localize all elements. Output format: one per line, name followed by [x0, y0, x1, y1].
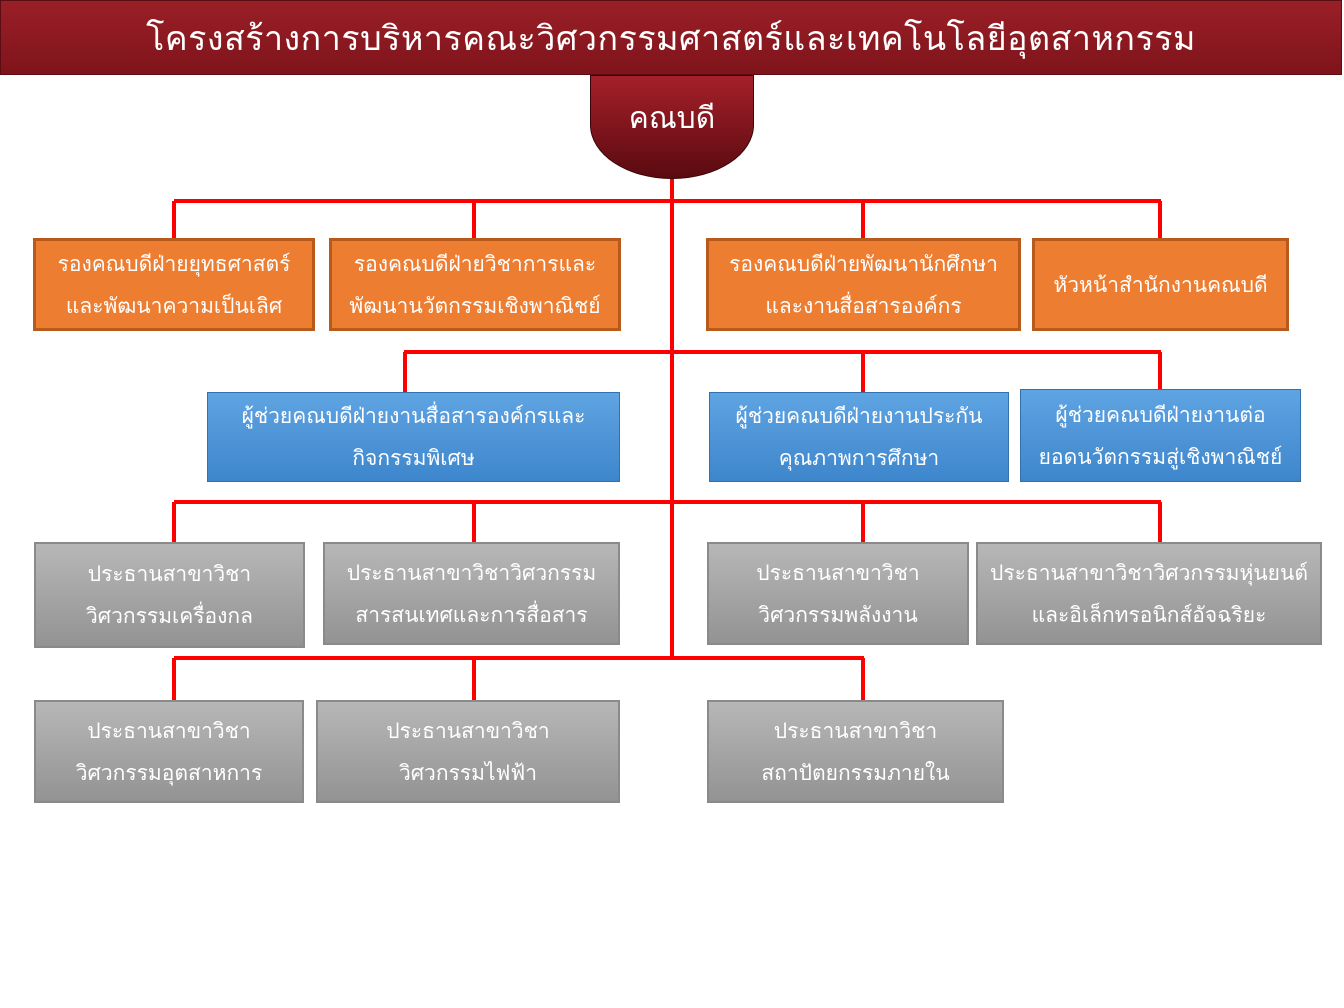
node-label-line1: ประธานสาขาวิชาวิศวกรรมหุ่นยนต์ — [990, 560, 1308, 585]
chair-ict-node: ประธานสาขาวิชาวิศวกรรม สารสนเทศและการสื่… — [323, 542, 620, 645]
dean-label: คณบดี — [628, 100, 716, 136]
assistant-dean-innovation-node: ผู้ช่วยคณบดีฝ่ายงานต่อ ยอดนวัตกรรมสู่เชิ… — [1020, 389, 1301, 482]
chair-energy-node: ประธานสาขาวิชา วิศวกรรมพลังงาน — [707, 542, 969, 645]
chair-electrical-node: ประธานสาขาวิชา วิศวกรรมไฟฟ้า — [316, 700, 620, 803]
node-label-line1: ประธานสาขาวิชา — [386, 718, 550, 743]
node-label-line2: วิศวกรรมเครื่องกล — [86, 604, 253, 628]
node-label-line1: ผู้ช่วยคณบดีฝ่ายงานประกัน — [735, 404, 983, 428]
node-label-line2: ยอดนวัตกรรมสู่เชิงพาณิชย์ — [1038, 444, 1283, 469]
node-label-line1: ประธานสาขาวิชา — [773, 718, 938, 743]
node-label-line2: คุณภาพการศึกษา — [778, 446, 940, 470]
dean-node: คณบดี — [590, 75, 754, 179]
assistant-dean-communication-node: ผู้ช่วยคณบดีฝ่ายงานสื่อสารองค์กรและ กิจก… — [207, 392, 620, 482]
node-label-line1: ประธานสาขาวิชา — [87, 718, 251, 743]
vice-dean-strategy-node: รองคณบดีฝ่ายยุทธศาสตร์ และพัฒนาความเป็นเ… — [33, 238, 315, 331]
node-label-line1: หัวหน้าสำนักงานคณบดี — [1053, 272, 1268, 297]
node-label-line2: และอิเล็กทรอนิกส์อัจฉริยะ — [1031, 602, 1267, 627]
node-label-line1: รองคณบดีฝ่ายพัฒนานักศึกษา — [729, 251, 998, 276]
node-label-line1: ประธานสาขาวิชาวิศวกรรม — [346, 560, 597, 585]
node-label-line1: ประธานสาขาวิชา — [87, 562, 252, 586]
node-label-line1: ผู้ช่วยคณบดีฝ่ายงานสื่อสารองค์กรและ — [241, 404, 586, 428]
node-label-line2: วิศวกรรมไฟฟ้า — [398, 760, 538, 785]
chair-interior-architecture-node: ประธานสาขาวิชา สถาปัตยกรรมภายใน — [707, 700, 1004, 803]
node-label-line1: รองคณบดีฝ่ายยุทธศาสตร์ — [57, 251, 291, 276]
node-label-line2: และงานสื่อสารองค์กร — [765, 293, 962, 318]
vice-dean-academic-node: รองคณบดีฝ่ายวิชาการและ พัฒนานวัตกรรมเชิง… — [329, 238, 621, 331]
node-label-line2: พัฒนานวัตกรรมเชิงพาณิชย์ — [349, 293, 601, 318]
dean-office-head-node: หัวหน้าสำนักงานคณบดี — [1032, 238, 1289, 331]
chair-robotics-node: ประธานสาขาวิชาวิศวกรรมหุ่นยนต์ และอิเล็ก… — [976, 542, 1322, 645]
node-label-line2: และพัฒนาความเป็นเลิศ — [65, 293, 283, 318]
node-label-line1: ผู้ช่วยคณบดีฝ่ายงานต่อ — [1055, 402, 1266, 427]
vice-dean-student-node: รองคณบดีฝ่ายพัฒนานักศึกษา และงานสื่อสารอ… — [706, 238, 1021, 331]
assistant-dean-quality-node: ผู้ช่วยคณบดีฝ่ายงานประกัน คุณภาพการศึกษา — [709, 392, 1009, 482]
chair-mechanical-node: ประธานสาขาวิชา วิศวกรรมเครื่องกล — [34, 542, 305, 648]
chair-industrial-node: ประธานสาขาวิชา วิศวกรรมอุตสาหการ — [34, 700, 304, 803]
node-label-line2: สารสนเทศและการสื่อสาร — [355, 602, 588, 627]
node-label-line2: วิศวกรรมอุตสาหการ — [75, 760, 263, 785]
node-label-line2: สถาปัตยกรรมภายใน — [761, 760, 950, 785]
node-label-line1: ประธานสาขาวิชา — [756, 560, 920, 585]
page-title: โครงสร้างการบริหารคณะวิศวกรรมศาสตร์และเท… — [0, 0, 1342, 75]
node-label-line2: วิศวกรรมพลังงาน — [758, 602, 918, 627]
node-label-line1: รองคณบดีฝ่ายวิชาการและ — [353, 251, 597, 276]
node-label-line2: กิจกรรมพิเศษ — [352, 446, 475, 470]
